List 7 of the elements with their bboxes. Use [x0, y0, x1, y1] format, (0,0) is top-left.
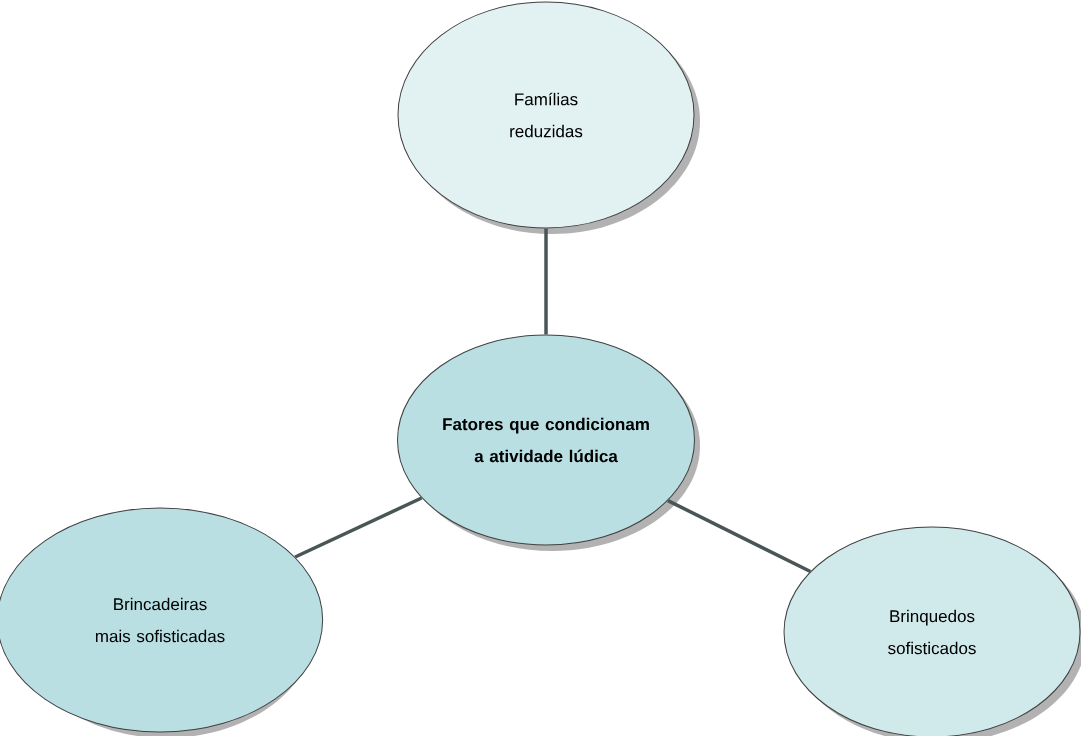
ellipse-node: Fatores que condicionam a atividade lúdica [397, 334, 700, 551]
ellipse-node: Brincadeiras mais sofisticadas [0, 507, 324, 736]
connector-line [544, 228, 548, 335]
connector-line [294, 496, 423, 559]
ellipse-node: Brinquedos sofisticados [783, 526, 1081, 736]
ellipse-node: Famílias reduzidas [397, 1, 700, 234]
connector-line [667, 499, 812, 574]
